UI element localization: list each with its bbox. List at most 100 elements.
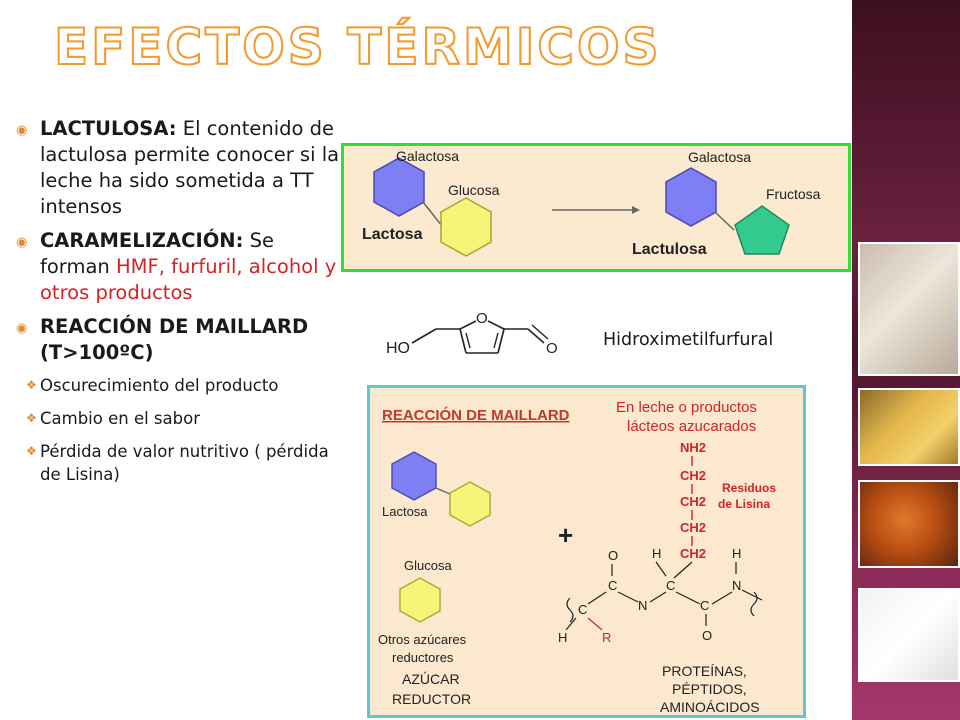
lactose-galactosa-label: Galactosa — [396, 148, 459, 164]
hmf-bond — [411, 328, 437, 344]
hmf-ring-bond — [459, 320, 477, 330]
slide-title: Efectos térmicos — [53, 17, 662, 77]
backbone-n1: N — [638, 598, 647, 613]
hmf-double-bond — [465, 332, 471, 349]
maillard-glucosa-label: Glucosa — [404, 558, 452, 573]
lysine-nh2-label: NH2 — [680, 440, 706, 455]
lysine-ch2-label: CH2 — [680, 546, 706, 561]
chain-continuation-left — [566, 597, 574, 623]
diamond-bullet-icon: ❖ — [26, 444, 37, 458]
fructosa-label: Fructosa — [766, 186, 821, 202]
hmf-ring-bond — [487, 320, 505, 330]
hmf-aldehyde-bond — [527, 328, 545, 344]
lactose-label: Lactosa — [362, 226, 423, 243]
hmf-ring-oxygen: O — [476, 310, 488, 327]
backbone-bond — [587, 591, 607, 605]
bullet-heading: CARAMELIZACIÓN: — [40, 229, 244, 252]
backbone-o-bottom: O — [702, 628, 712, 643]
maillard-note-line2: lácteos azucarados — [627, 418, 756, 435]
sub-bullet-text: Pérdida de valor nutritivo ( pérdida de … — [40, 442, 329, 484]
backbone-h-top-right: H — [732, 546, 741, 561]
backbone-n2: N — [732, 578, 741, 593]
maillard-otros-label-1: Otros azúcares — [378, 632, 467, 647]
backbone-bond — [675, 591, 701, 605]
glycosidic-bond — [422, 201, 443, 227]
proteinas-label: PROTEÍNAS, — [662, 663, 747, 679]
lactose-glucosa-label: Glucosa — [448, 182, 500, 198]
backbone-c1: C — [608, 578, 617, 593]
maillard-azucar-label-2: REDUCTOR — [392, 691, 471, 707]
residuos-label-2: de Lisina — [718, 497, 770, 511]
backbone-bond — [741, 589, 763, 601]
lysine-ch2-label: CH2 — [680, 494, 706, 509]
backbone-bond — [711, 591, 733, 605]
maillard-glucosa-hexagon — [399, 577, 441, 623]
hmf-structure: HO O O — [382, 305, 572, 367]
maillard-figure-title: REACCIÓN DE MAILLARD — [382, 406, 570, 424]
lysine-ch2-label: CH2 — [680, 468, 706, 483]
maillard-reaction-figure: REACCIÓN DE MAILLARD En leche o producto… — [367, 385, 806, 718]
backbone-bond — [587, 617, 603, 631]
backbone-c2: C — [666, 578, 675, 593]
bullet-maillard: ◉ REACCIÓN DE MAILLARD (T>100ºC) — [14, 314, 344, 366]
backbone-bond — [617, 591, 639, 603]
lactulose-galactosa-label: Galactosa — [688, 149, 751, 165]
hmf-ho-label: HO — [386, 340, 410, 357]
maillard-note-line1: En leche o productos — [616, 399, 757, 416]
target-bullet-icon: ◉ — [16, 321, 28, 336]
hmf-aldehyde-oxygen: O — [546, 340, 558, 357]
sub-bullet: ❖ Pérdida de valor nutritivo ( pérdida d… — [14, 440, 344, 486]
backbone-c3: C — [700, 598, 709, 613]
bullet-text: Se forman — [40, 229, 274, 278]
maillard-galactose-hexagon — [391, 451, 437, 501]
backbone-r-label: R — [602, 630, 611, 645]
chain-continuation-right — [750, 591, 758, 617]
sub-bullet-text: Cambio en el sabor — [40, 409, 200, 428]
maillard-azucar-label-1: AZÚCAR — [402, 671, 460, 687]
bullet-text: El contenido de lactulosa permite conoce… — [40, 117, 340, 218]
bullet-highlight-text: HMF, furfuril, alcohol y otros productos — [40, 255, 337, 304]
lactose-lactulose-figure: Galactosa Glucosa Lactosa Galactosa Fruc… — [341, 143, 851, 272]
diamond-bullet-icon: ❖ — [26, 378, 37, 392]
target-bullet-icon: ◉ — [16, 123, 28, 138]
glucose-hexagon — [440, 197, 492, 257]
sub-bullet: ❖ Oscurecimiento del producto — [14, 374, 344, 397]
backbone-bond — [655, 561, 667, 577]
backbone-bond — [565, 617, 577, 631]
aminoacidos-label: AMINOÁCIDOS — [660, 699, 760, 715]
bullet-heading: REACCIÓN DE MAILLARD (T>100ºC) — [40, 315, 309, 364]
bullet-heading: LACTULOSA: — [40, 117, 177, 140]
maillard-glucose-hexagon — [449, 481, 491, 527]
lactulosa-label: Lactulosa — [632, 241, 707, 258]
reaction-arrow-head — [632, 206, 640, 214]
maillard-plus-sign: + — [558, 520, 573, 550]
bullet-list: ◉ LACTULOSA: El contenido de lactulosa p… — [14, 116, 344, 496]
backbone-bond — [649, 591, 667, 603]
milk-photo — [858, 242, 960, 376]
residuos-label-1: Residuos — [722, 481, 776, 495]
maillard-lactosa-label: Lactosa — [382, 504, 428, 519]
target-bullet-icon: ◉ — [16, 235, 28, 250]
backbone-h-left: H — [558, 630, 567, 645]
hmf-name-label: Hidroximetilfurfural — [603, 330, 774, 350]
galactose-hexagon — [373, 157, 425, 217]
lysine-ch2-label: CH2 — [680, 520, 706, 535]
bullet-lactulosa: ◉ LACTULOSA: El contenido de lactulosa p… — [14, 116, 344, 220]
cheese-photo — [858, 388, 960, 466]
peptidos-label: PÉPTIDOS, — [672, 681, 747, 697]
backbone-o-top: O — [608, 548, 618, 563]
diamond-bullet-icon: ❖ — [26, 411, 37, 425]
sub-bullet-text: Oscurecimiento del producto — [40, 376, 279, 395]
hmf-ring-bond — [497, 328, 505, 354]
lactulose-galactose-hexagon — [665, 167, 717, 227]
maillard-lactose-bond — [435, 487, 451, 495]
caramel-photo — [858, 480, 960, 568]
fructose-pentagon — [734, 205, 790, 255]
backbone-c0: C — [578, 602, 587, 617]
sub-bullet: ❖ Cambio en el sabor — [14, 407, 344, 430]
backbone-h-top: H — [652, 546, 661, 561]
hmf-aldehyde-bond — [531, 324, 549, 340]
lactulose-bond — [714, 211, 735, 231]
maillard-otros-label-2: reductores — [392, 650, 454, 665]
backbone-bond — [673, 561, 693, 579]
